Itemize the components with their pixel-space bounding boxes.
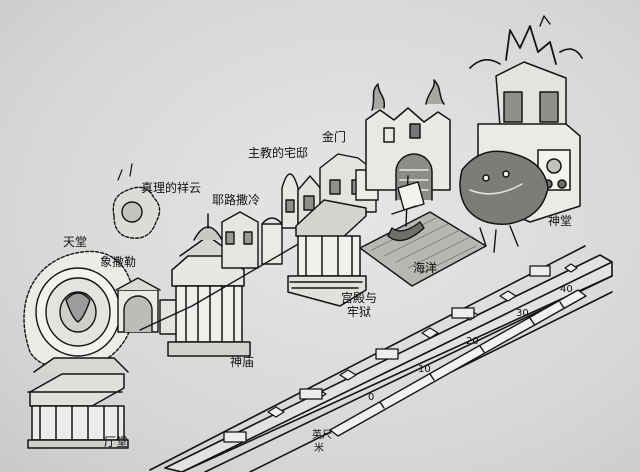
label-meters: 米 [314, 443, 324, 454]
label-palace-prison: 宫殿与 牢狱 [341, 291, 378, 320]
label-golden-gate: 金门 [322, 130, 347, 144]
scale-tick: 40 [560, 284, 573, 295]
hall-pavilion [27, 357, 129, 449]
label-sea: 海洋 [413, 261, 438, 275]
dragon-hellmouth [459, 150, 549, 253]
scale-tick: 30 [516, 308, 529, 319]
label-hall: 厅堂 [104, 435, 129, 449]
label-bishops-residence: 主教的宅邸 [248, 146, 309, 160]
palace-prison [287, 199, 367, 307]
label-shrine: 神堂 [548, 214, 573, 228]
scale-tick: 10 [418, 364, 431, 375]
label-heaven: 天堂 [63, 235, 88, 249]
label-nazareth: 象撒勒 [100, 255, 137, 269]
truth-cloud [112, 163, 161, 239]
label-palace-prison-line1: 宫殿与 [341, 291, 378, 305]
scale-tick: 0 [368, 392, 375, 403]
label-jerusalem: 耶路撒冷 [212, 193, 261, 207]
sea-with-ship [359, 175, 487, 287]
label-cloud-of-truth: 真理的祥云 [141, 181, 202, 195]
label-feet: 英尺 [312, 430, 332, 441]
label-temple: 神庙 [230, 355, 255, 369]
scale-ruler [329, 289, 587, 437]
scale-tick: 20 [466, 336, 479, 347]
heaven-medallion [23, 250, 135, 371]
label-palace-prison-line2: 牢狱 [347, 304, 372, 319]
nazareth-gate [115, 277, 179, 335]
